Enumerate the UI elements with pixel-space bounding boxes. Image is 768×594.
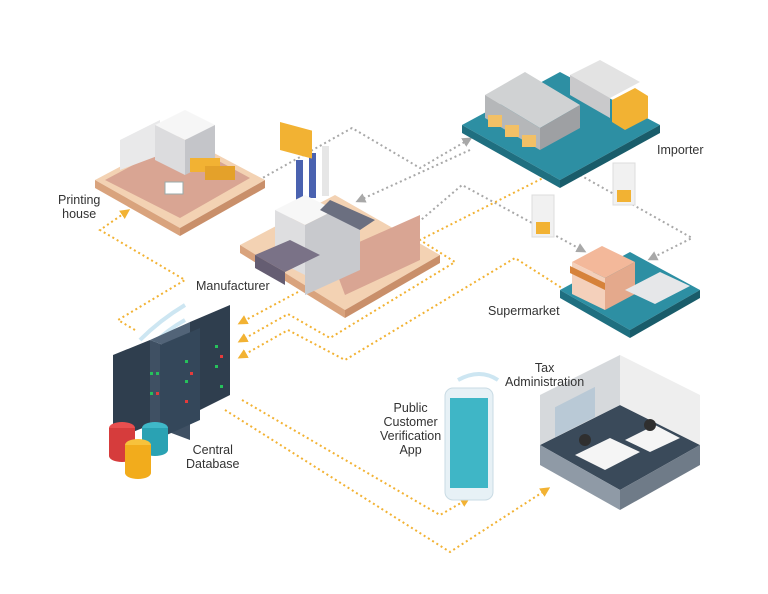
- central-database-illustration[interactable]: [109, 303, 230, 479]
- label-line: house: [62, 207, 97, 221]
- qr-code-tag-icon: [280, 122, 312, 159]
- printing-house-illustration[interactable]: [95, 110, 265, 236]
- verification-app-phone[interactable]: [444, 372, 500, 501]
- manufacturer-label: Manufacturer: [196, 279, 270, 293]
- flow-printing-database: [98, 209, 187, 331]
- flow-manufacturer-database: [237, 291, 299, 325]
- manufacturer-illustration[interactable]: [240, 122, 440, 318]
- supermarket-illustration[interactable]: [560, 246, 700, 338]
- label-line: Customer: [383, 415, 438, 429]
- flow-importer-to-manufacturer: [355, 149, 471, 203]
- flow-database-app: [241, 399, 471, 517]
- label-line: Public: [393, 401, 428, 415]
- label-line: Central: [192, 443, 233, 457]
- database-cylinders-icon: [109, 422, 168, 479]
- label-line: Administration: [505, 375, 585, 389]
- flow-importer-to-supermarket: [579, 174, 695, 261]
- label-line: Verification: [380, 429, 442, 443]
- tax-administration-illustration[interactable]: [540, 355, 700, 510]
- importer-label: Importer: [657, 143, 704, 157]
- flow-importer-database: [237, 171, 556, 343]
- wifi-signal-icon: [457, 372, 500, 382]
- flow-database-tax: [224, 409, 551, 554]
- label-line: App: [399, 443, 422, 457]
- product-tag-icon: [531, 162, 636, 238]
- importer-illustration[interactable]: [462, 60, 660, 188]
- label-line: Database: [186, 457, 240, 471]
- label-line: Tax: [534, 361, 555, 375]
- flow-printing-to-importer: [249, 126, 473, 186]
- data-flow-lines: [98, 171, 566, 554]
- label-line: Printing: [58, 193, 101, 207]
- wifi-signal-icon: [138, 303, 187, 342]
- supermarket-label: Supermarket: [488, 304, 560, 318]
